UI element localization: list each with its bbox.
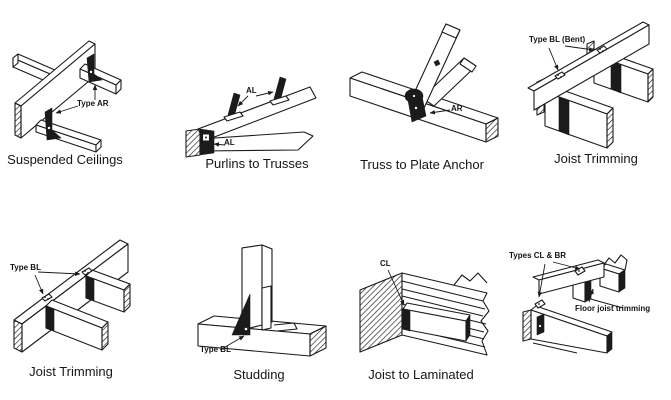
panel-truss-to-plate-anchor: AR xyxy=(348,12,500,160)
joist-to-laminated-drawing xyxy=(359,269,490,356)
panel-floor-joist-trimming: Types CL & BR Floor joist trimming xyxy=(503,240,671,375)
floor-joist-trimming-drawing xyxy=(522,254,628,354)
purlins-to-trusses-drawing xyxy=(185,76,317,158)
caption-joist-to-laminated: Joist to Laminated xyxy=(368,367,474,382)
suspended-ceilings-drawing xyxy=(12,40,122,153)
panel-joist-to-laminated: CL xyxy=(352,245,497,370)
truss-to-plate-anchor-drawing xyxy=(349,23,499,143)
panel-joist-trimming-bent: Type BL (Bent) xyxy=(503,8,671,154)
panel-suspended-ceilings: Type AR xyxy=(5,18,135,154)
annotation-type-bl-studding: Type BL xyxy=(200,345,231,354)
panel-purlins-to-trusses: AL AL xyxy=(182,55,324,160)
annotation-al-lower: AL xyxy=(224,138,235,147)
annotation-types-cl-br: Types CL & BR xyxy=(509,251,567,260)
joist-trimming-drawing xyxy=(13,239,131,353)
annotation-ar: AR xyxy=(451,104,463,113)
caption-studding: Studding xyxy=(233,367,285,382)
studding-drawing xyxy=(197,244,327,357)
caption-joist-trimming-bent: Joist Trimming xyxy=(554,151,638,166)
caption-suspended-ceilings: Suspended Ceilings xyxy=(7,152,123,167)
panel-studding: Type BL xyxy=(192,238,332,366)
joist-trimming-bent-drawing xyxy=(527,21,654,149)
annotation-floor-joist-trimming: Floor joist trimming xyxy=(575,304,651,313)
annotation-type-bl: Type BL xyxy=(10,263,41,272)
caption-joist-trimming: Joist Trimming xyxy=(29,364,113,379)
panel-joist-trimming: Type BL xyxy=(8,232,148,364)
annotation-cl: CL xyxy=(380,259,391,268)
annotation-type-ar: Type AR xyxy=(77,99,109,108)
annotation-type-bl-bent: Type BL (Bent) xyxy=(529,35,586,44)
caption-purlins-to-trusses: Purlins to Trusses xyxy=(205,156,309,171)
caption-truss-to-plate-anchor: Truss to Plate Anchor xyxy=(360,157,484,172)
annotation-al-upper: AL xyxy=(246,86,257,95)
